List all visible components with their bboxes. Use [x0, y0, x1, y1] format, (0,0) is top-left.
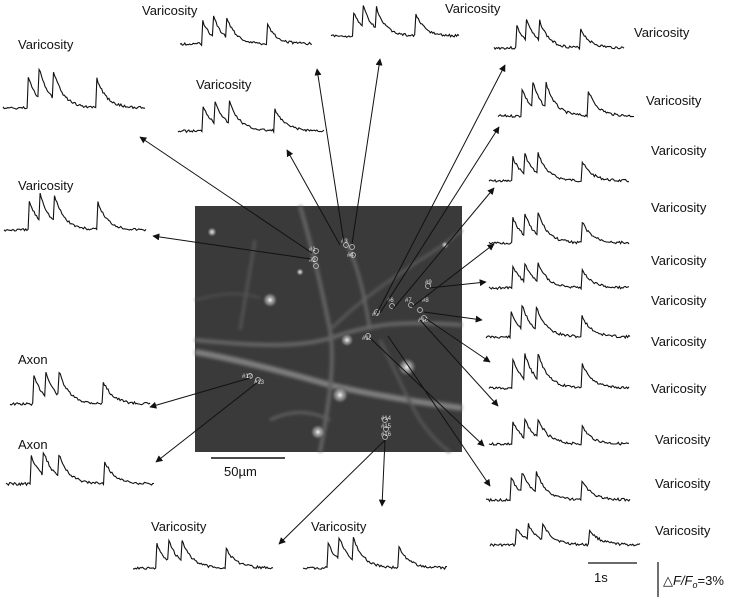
arrow	[351, 58, 383, 245]
calcium-trace	[488, 262, 630, 291]
roi-label: #11	[362, 336, 372, 342]
arrow	[369, 337, 485, 447]
arrow	[424, 317, 491, 363]
calcium-trace	[330, 5, 460, 39]
trace-label: Varicosity	[445, 1, 501, 16]
roi-label: #1	[309, 247, 316, 253]
calcium-trace	[9, 371, 151, 407]
roi-label: #4	[347, 253, 354, 259]
roi-label: #10	[418, 318, 429, 324]
roi-label: #7	[405, 298, 412, 304]
trace-label: Varicosity	[655, 476, 711, 491]
roi-label: #13	[254, 380, 265, 386]
calcium-trace	[3, 192, 147, 232]
arrow	[423, 311, 483, 323]
roi-label: #9	[425, 280, 432, 286]
trace-label: Varicosity	[651, 143, 707, 158]
arrow	[375, 64, 506, 316]
trace-label: Axon	[18, 352, 48, 367]
arrow	[392, 187, 495, 310]
roi-markers	[247, 242, 431, 440]
trace-label: Varicosity	[634, 25, 690, 40]
calcium-trace	[485, 471, 631, 503]
trace-labels: Varicosity Varicosity Varicosity Varicos…	[18, 1, 711, 538]
arrow	[411, 243, 495, 308]
trace-label: Varicosity	[651, 334, 707, 349]
roi-label: #3	[341, 239, 348, 245]
calcium-trace	[488, 212, 630, 245]
calcium-trace	[179, 15, 313, 47]
calcium-trace	[302, 536, 447, 571]
arrow	[379, 126, 500, 314]
trace-label: Varicosity	[651, 293, 707, 308]
arrow	[152, 233, 312, 260]
roi-number-labels: #1 #2 #3 #4 #5 #6 #7 #8 #9 #10 #11 #14 #…	[242, 239, 432, 438]
micrograph-scale-label: 50µm	[224, 464, 257, 479]
roi-label: #2	[309, 258, 316, 264]
arrow	[428, 279, 487, 289]
time-scale-label: 1s	[594, 570, 608, 585]
trace-label: Axon	[18, 437, 48, 452]
arrow	[314, 68, 345, 244]
roi-label: #8	[422, 298, 429, 304]
arrows	[139, 58, 506, 545]
trace-label: Varicosity	[651, 200, 707, 215]
roi-label: #14	[381, 416, 392, 422]
calcium-trace	[488, 417, 630, 446]
trace-label: Varicosity	[196, 77, 252, 92]
arrow	[278, 439, 386, 545]
arrow	[149, 377, 251, 409]
calcium-trace	[2, 67, 145, 110]
trace-label: Varicosity	[18, 178, 74, 193]
calcium-trace	[493, 19, 625, 51]
amplitude-scale-label: △F/Fo=3%	[663, 573, 724, 590]
calcium-trace	[497, 81, 635, 118]
calcium-trace	[488, 353, 630, 390]
trace-label: Varicosity	[18, 37, 74, 52]
amplitude-delta: △	[663, 573, 673, 588]
trace-label: Varicosity	[655, 523, 711, 538]
calcium-trace	[489, 522, 641, 548]
arrow	[139, 136, 313, 254]
arrow	[387, 335, 491, 487]
trace-label: Varicosity	[646, 93, 702, 108]
roi-label: #12	[242, 374, 253, 380]
calcium-trace	[132, 538, 274, 570]
arrow	[378, 439, 386, 507]
arrow	[286, 149, 341, 246]
calcium-trace	[177, 100, 325, 135]
trace-label: Varicosity	[142, 3, 198, 18]
roi-label: #16	[381, 432, 392, 438]
calcium-trace	[485, 304, 631, 340]
trace-label: Varicosity	[655, 432, 711, 447]
trace-label: Varicosity	[651, 253, 707, 268]
trace-label: Varicosity	[651, 381, 707, 396]
trace-label: Varicosity	[311, 519, 367, 534]
calcium-trace	[5, 451, 155, 487]
roi-label: #6	[387, 298, 394, 304]
calcium-trace	[488, 152, 629, 183]
micrograph: #1 #2 #3 #4 #5 #6 #7 #8 #9 #10 #11 #14 #…	[194, 205, 463, 454]
arrow	[155, 381, 259, 463]
arrow	[419, 319, 499, 407]
amplitude-value: =3%	[698, 573, 725, 588]
trace-label: Varicosity	[151, 519, 207, 534]
amplitude-sub: o	[693, 580, 698, 590]
roi-label: #5	[372, 312, 379, 318]
amplitude-main: F/F	[673, 573, 694, 588]
roi-label: #15	[381, 424, 392, 430]
traces	[2, 5, 641, 571]
